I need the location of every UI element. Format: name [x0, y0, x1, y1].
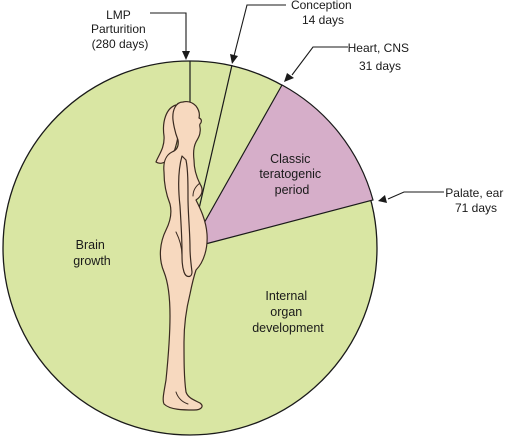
teratogenic-period-sector: [188, 84, 374, 249]
leader-conception: [230, 4, 286, 64]
label-classic-teratogenic-period: Classic teratogenic period: [259, 152, 324, 197]
pregnant-woman-figure: [155, 101, 208, 411]
label-brain-growth: Brain growth: [73, 238, 111, 268]
label-lmp: LMP Parturition (280 days): [91, 8, 149, 51]
label-internal-organ-development: Internal organ development: [252, 289, 324, 335]
leader-palate-ear: [378, 191, 444, 203]
label-heart-cns: Heart, CNS 31 days: [348, 41, 413, 73]
label-conception: Conception 14 days: [291, 0, 355, 27]
leader-heart-cns: [284, 46, 348, 82]
leader-lmp: [150, 12, 190, 60]
label-palate-ear: Palate, ear 71 days: [445, 186, 506, 215]
